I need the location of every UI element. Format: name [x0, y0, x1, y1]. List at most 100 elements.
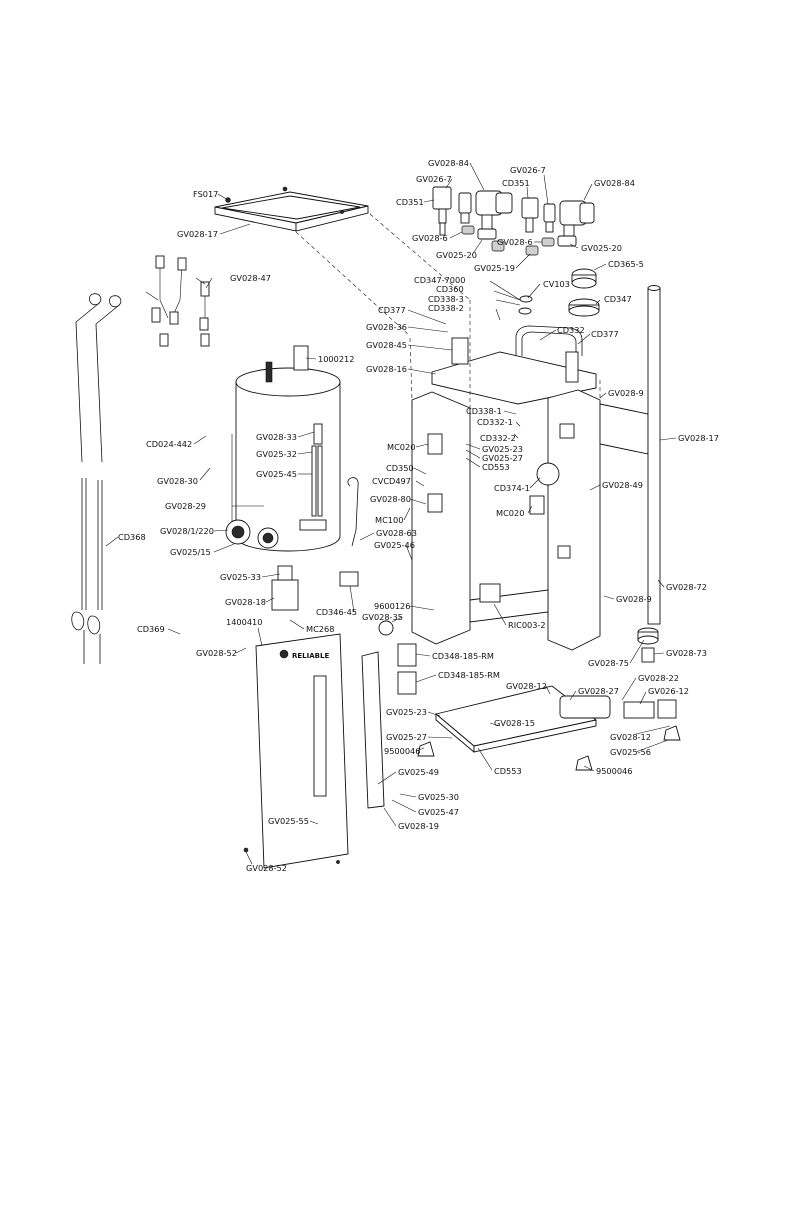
leader-lines — [105, 162, 677, 865]
label-gv028-72: GV028-72 — [666, 582, 707, 592]
wire-harness — [145, 255, 210, 347]
label-cd338-1: CD338-1 — [466, 406, 502, 416]
label-gv028-84-a: GV028-84 — [428, 158, 469, 168]
label-gv028-29: GV028-29 — [165, 501, 206, 511]
label-cd553-b: CD553 — [494, 766, 522, 776]
label-gv028-17-right: GV028-17 — [678, 433, 719, 443]
panel-brand: RELIABLE — [292, 652, 329, 660]
label-gv028-80: GV028-80 — [370, 494, 411, 504]
label-cd377-b: CD377 — [591, 329, 619, 339]
label-cd360: CD360 — [436, 284, 464, 294]
vertical-tube — [637, 285, 661, 663]
label-cd338-3: CD338-3 — [428, 294, 464, 304]
label-9500046-b: 9500046 — [596, 766, 632, 776]
label-gv028-12-b: GV028-12 — [610, 732, 651, 742]
label-fs017: FS017 — [193, 189, 218, 199]
label-gv025-27-a: GV025-27 — [482, 453, 523, 463]
label-cd350: CD350 — [386, 463, 414, 473]
label-mc100: MC100 — [375, 515, 403, 525]
label-gv025-47: GV025-47 — [418, 807, 459, 817]
label-gv028-18: GV028-18 — [225, 597, 266, 607]
label-gv028-1-220: GV028/1/220 — [160, 526, 214, 536]
frame-top — [431, 325, 597, 405]
label-9600126: 9600126 — [374, 601, 410, 611]
label-mc268: MC268 — [306, 624, 334, 634]
label-gv026-7-b: GV026-7 — [510, 165, 546, 175]
label-mc020-b: MC020 — [496, 508, 524, 518]
label-gv028-47: GV028-47 — [230, 273, 271, 283]
label-cd351-a: CD351 — [396, 197, 424, 207]
label-cd377-a: CD377 — [378, 305, 406, 315]
label-cd346-45: CD346-45 — [316, 607, 357, 617]
label-cd348-185-rm-b: CD348-185-RM — [438, 670, 500, 680]
label-gv028-22: GV028-22 — [638, 673, 679, 683]
heating-rods — [71, 293, 122, 664]
label-cd347: CD347 — [604, 294, 632, 304]
label-ric003-2: RIC003-2 — [508, 620, 546, 630]
boiler-tank — [225, 345, 359, 611]
label-gv028-15: GV028-15 — [494, 718, 535, 728]
label-gv025-23-a: GV025-23 — [482, 444, 523, 454]
label-1000212: 1000212 — [318, 354, 354, 364]
label-cd553-a: CD553 — [482, 462, 510, 472]
gauge-cap — [518, 268, 600, 317]
label-cvcd497: CVCD497 — [372, 476, 411, 486]
label-gv028-9-b: GV028-9 — [616, 594, 652, 604]
label-cd332: CD332 — [557, 325, 585, 335]
label-gv026-7-a: GV026-7 — [416, 174, 452, 184]
part-labels: FS017 GV028-17 GV028-84 GV026-7 CD351 GV… — [118, 158, 719, 873]
label-gv028-84-b: GV028-84 — [594, 178, 635, 188]
solenoid-valve-right — [521, 197, 595, 256]
label-gv028-63: GV028-63 — [376, 528, 417, 538]
side-rail — [361, 620, 417, 809]
solenoid-valve-left — [432, 186, 513, 252]
label-cd351-b: CD351 — [502, 178, 530, 188]
label-cd369: CD369 — [137, 624, 165, 634]
label-gv025-55: GV025-55 — [268, 816, 309, 826]
label-gv025-49: GV025-49 — [398, 767, 439, 777]
label-gv025-32: GV025-32 — [256, 449, 297, 459]
label-cd347-7000: CD347-7000 — [414, 275, 465, 285]
label-gv025-56: GV025-56 — [610, 747, 651, 757]
label-gv028-6-a: GV028-6 — [412, 233, 448, 243]
label-gv025-23-b: GV025-23 — [386, 707, 427, 717]
label-gv025-46: GV025-46 — [374, 540, 415, 550]
label-gv025-20-b: GV025-20 — [581, 243, 622, 253]
label-gv028-75: GV028-75 — [588, 658, 629, 668]
label-cd332-2: CD332-2 — [480, 433, 516, 443]
label-gv028-49: GV028-49 — [602, 480, 643, 490]
assembly-dashes — [295, 213, 601, 410]
label-gv028-19: GV028-19 — [398, 821, 439, 831]
label-gv025-30: GV025-30 — [418, 792, 459, 802]
label-mc020-a: MC020 — [387, 442, 415, 452]
label-cv103: CV103 — [543, 279, 570, 289]
label-cd365-5: CD365-5 — [608, 259, 644, 269]
label-gv028-33: GV028-33 — [256, 432, 297, 442]
label-cd368: CD368 — [118, 532, 146, 542]
label-gv028-45: GV028-45 — [366, 340, 407, 350]
label-gv028-73: GV028-73 — [666, 648, 707, 658]
label-cd024-442: CD024-442 — [146, 439, 192, 449]
label-gv028-36: GV028-36 — [366, 322, 407, 332]
label-cd348-185-rm-a: CD348-185-RM — [432, 651, 494, 661]
label-cd374-1: CD374-1 — [494, 483, 530, 493]
drip-tray — [214, 186, 369, 232]
label-gv025-20-a: GV025-20 — [436, 250, 477, 260]
label-gv028-16: GV028-16 — [366, 364, 407, 374]
label-gv028-9-a: GV028-9 — [608, 388, 644, 398]
label-1400410: 1400410 — [226, 617, 262, 627]
label-gv028-17-tray: GV028-17 — [177, 229, 218, 239]
label-gv028-52-b: GV028-52 — [246, 863, 287, 873]
front-panel: RELIABLE — [243, 633, 349, 869]
label-gv025-19: GV025-19 — [474, 263, 515, 273]
frame-uprights — [411, 389, 649, 651]
label-cd332-1: CD332-1 — [477, 417, 513, 427]
label-gv025-27-b: GV025-27 — [386, 732, 427, 742]
label-9500046-a: 9500046 — [384, 746, 420, 756]
label-gv025-33: GV025-33 — [220, 572, 261, 582]
label-gv028-6-b: GV028-6 — [497, 237, 533, 247]
label-gv028-35: GV028-35 — [362, 612, 403, 622]
label-gv028-30: GV028-30 — [157, 476, 198, 486]
label-gv028-12-a: GV028-12 — [506, 681, 547, 691]
